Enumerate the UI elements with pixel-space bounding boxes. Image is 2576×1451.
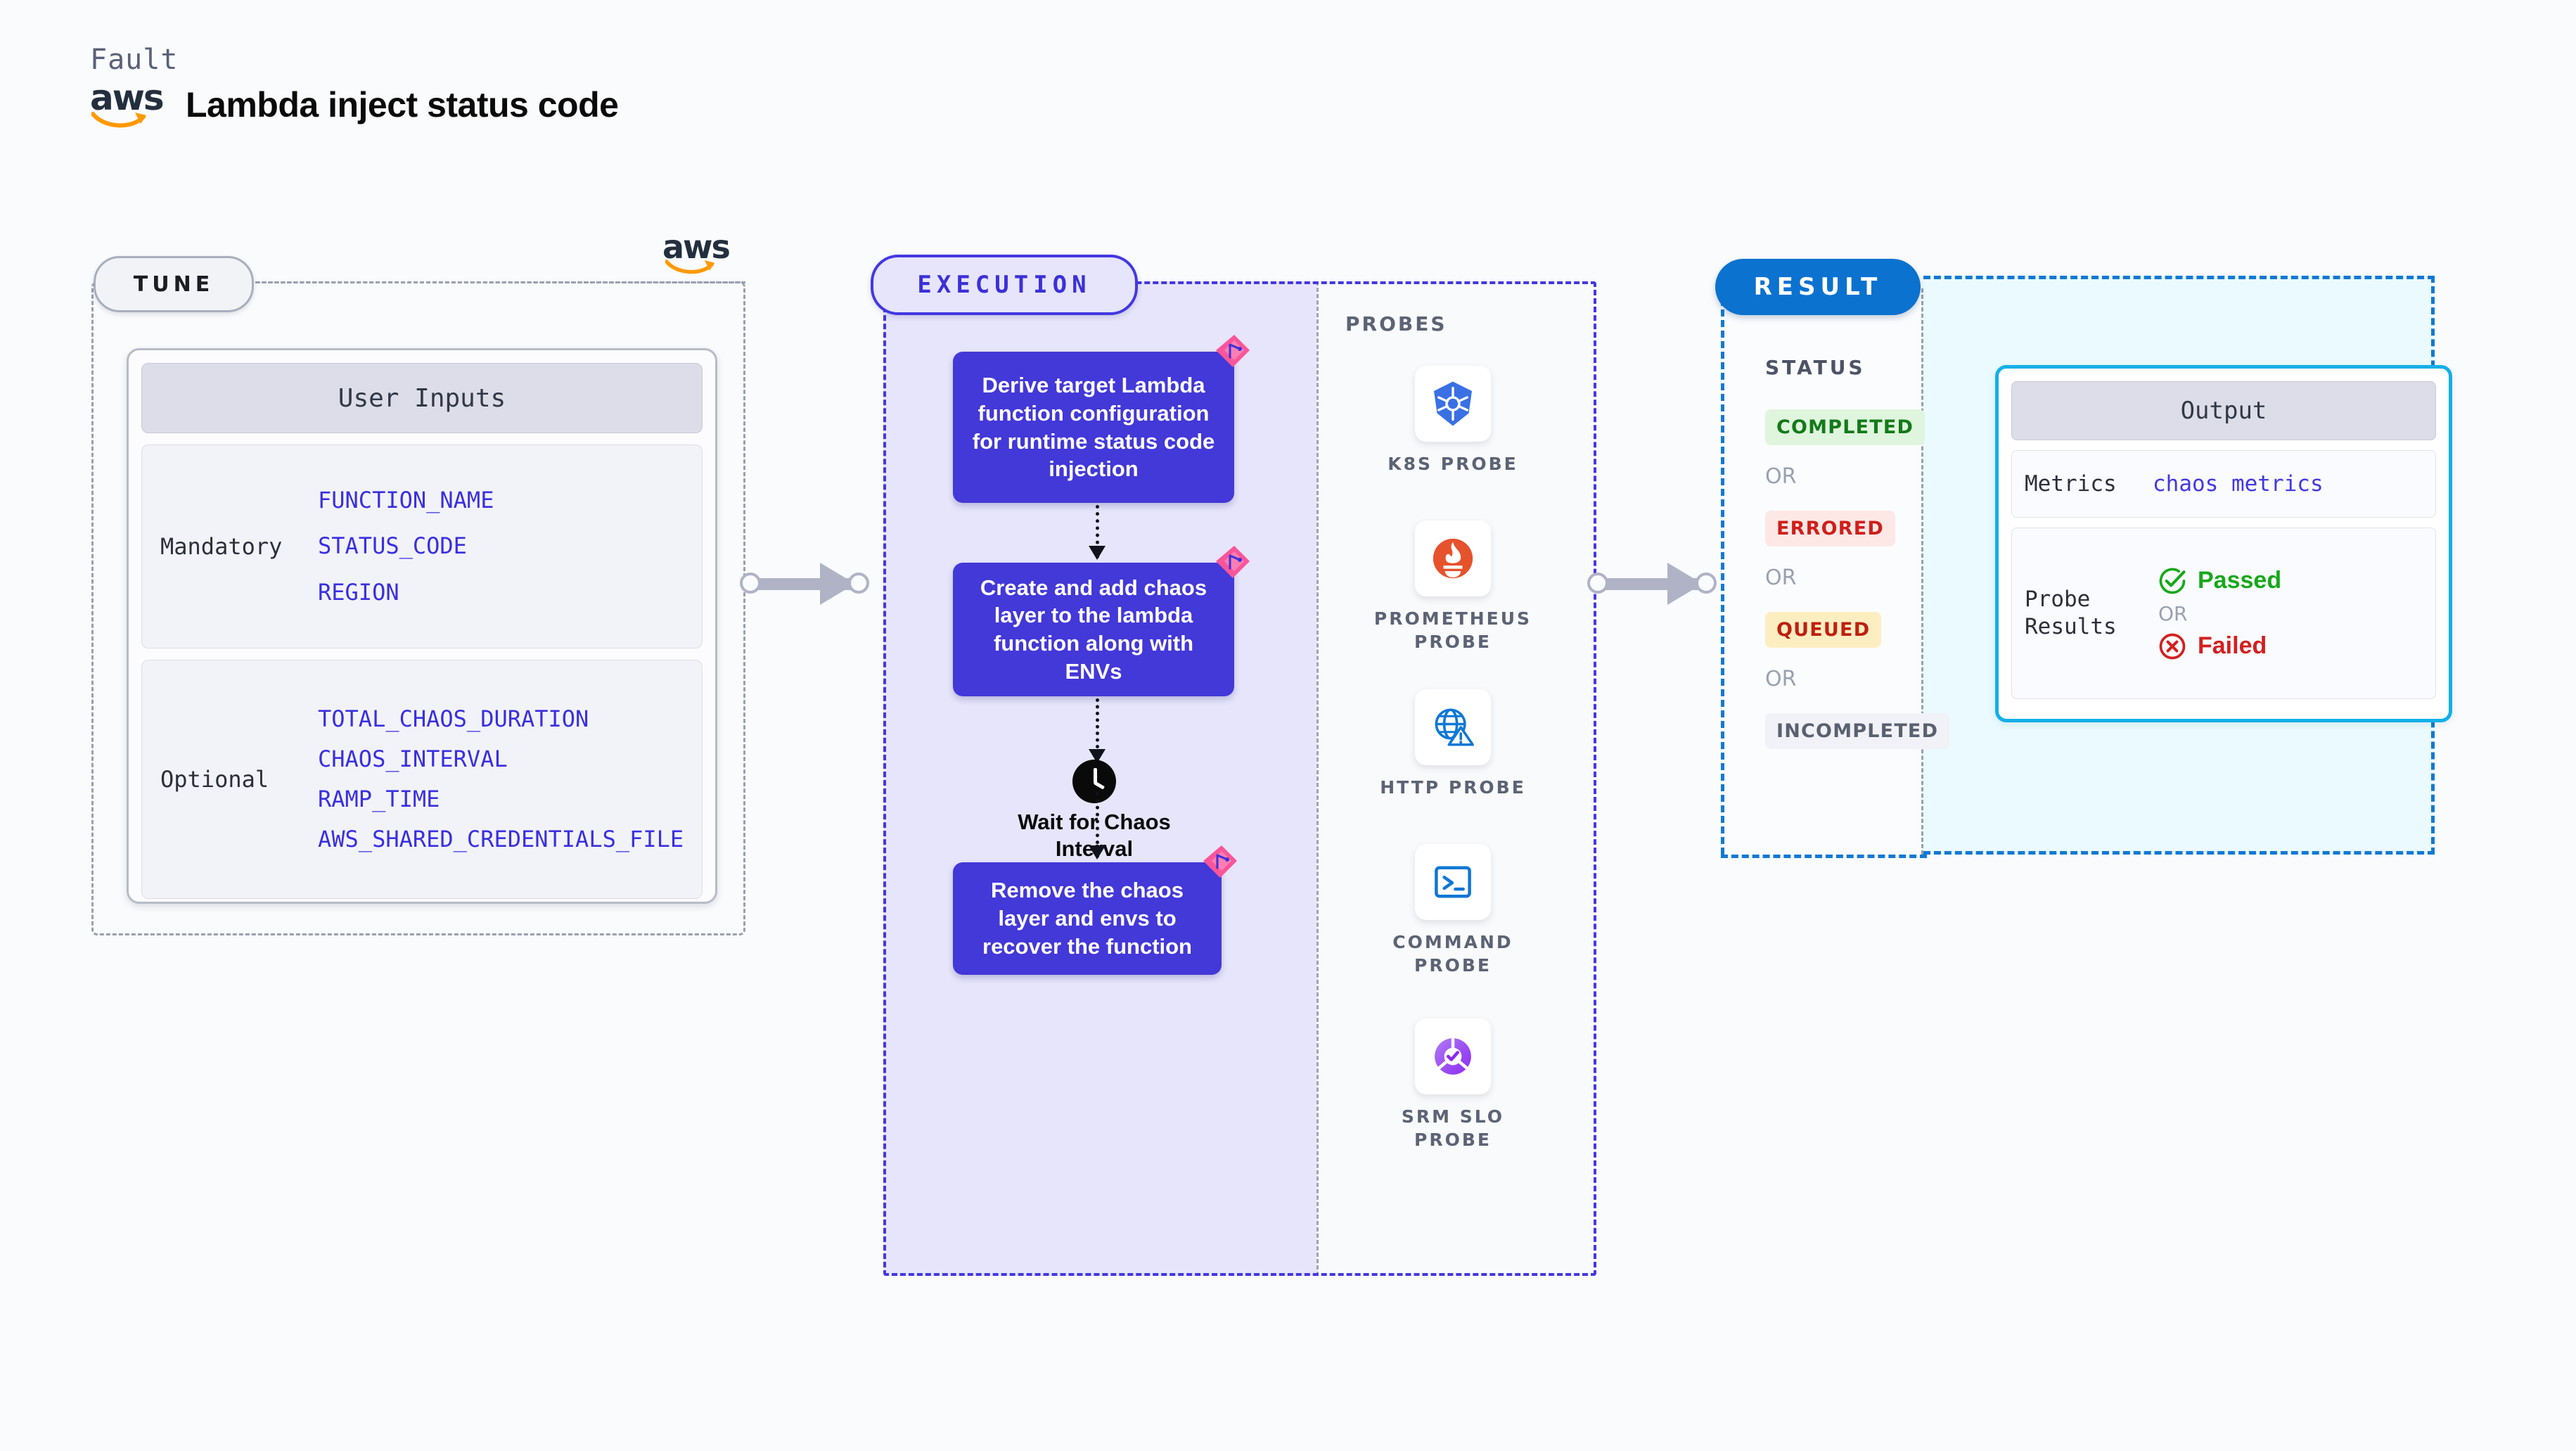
status-or-label: OR: [1765, 667, 1797, 691]
http-globe-warning-icon: [1415, 689, 1491, 765]
input-param: REGION: [318, 578, 399, 606]
step-label: Remove the chaos layer and envs to recov…: [982, 878, 1192, 959]
result-section: Output Metrics chaos metrics Probe Resul…: [1715, 259, 2452, 858]
probe-item-prometheus[interactable]: PROMETHEUS PROBE: [1365, 520, 1541, 653]
arrow-line: [1096, 792, 1099, 858]
input-param: FUNCTION_NAME: [318, 487, 494, 514]
mandatory-label: Mandatory: [160, 533, 283, 560]
probe-label: HTTP PROBE: [1380, 777, 1526, 798]
probe-result-or: OR: [2158, 601, 2188, 625]
connector-dot-start: [1587, 573, 1608, 594]
input-param: CHAOS_INTERVAL: [318, 745, 508, 772]
execution-pill[interactable]: EXECUTION: [871, 255, 1138, 315]
probe-label: PROMETHEUS PROBE: [1373, 608, 1532, 652]
execution-step-box[interactable]: Derive target Lambda function configurat…: [953, 335, 1250, 503]
user-inputs-card: User Inputs Mandatory FUNCTION_NAME STAT…: [127, 348, 717, 904]
connector-execution-to-result: [1586, 563, 1726, 605]
probe-label: COMMAND PROBE: [1392, 932, 1513, 976]
probe-item-http[interactable]: HTTP PROBE: [1365, 689, 1541, 800]
probes-panel: PROBES K8S PROBE: [1316, 281, 1596, 1276]
status-title: STATUS: [1765, 356, 1866, 379]
probe-results-label: Probe Results: [2025, 587, 2117, 639]
optional-label: Optional: [160, 766, 269, 793]
failed-label: Failed: [2198, 632, 2267, 659]
status-badge-incompleted: INCOMPLETED: [1765, 713, 1950, 749]
probes-title: PROBES: [1345, 312, 1447, 335]
metrics-value: chaos metrics: [2153, 471, 2324, 497]
output-title: Output: [2011, 381, 2436, 440]
probe-label: K8S PROBE: [1388, 454, 1518, 474]
flow-arrow: [1089, 698, 1106, 763]
clock-icon: [1072, 760, 1116, 803]
srm-slo-icon: [1415, 1018, 1491, 1094]
probe-label: SRM SLO PROBE: [1401, 1106, 1505, 1150]
tune-pill-connector-line: [250, 281, 745, 283]
probe-item-srm-slo[interactable]: SRM SLO PROBE: [1365, 1018, 1541, 1151]
status-or-label: OR: [1765, 464, 1797, 489]
aws-logo-icon: aws: [90, 77, 173, 129]
flow-arrow: [1089, 505, 1106, 560]
connector-tune-to-execution: [738, 563, 879, 605]
fault-kicker: Fault: [90, 44, 179, 76]
metrics-row: Metrics chaos metrics: [2011, 450, 2436, 518]
input-param: TOTAL_CHAOS_DURATION: [318, 705, 589, 732]
page-header: Fault aws Lambda inject status code: [90, 44, 619, 129]
arrow-line: [1096, 505, 1099, 558]
step-label: Create and add chaos layer to the lambda…: [980, 575, 1207, 684]
result-pill[interactable]: RESULT: [1715, 259, 1921, 315]
arrow-head-icon: [1089, 546, 1106, 560]
arrow-line: [1096, 698, 1099, 762]
passed-label: Passed: [2198, 567, 2282, 594]
x-circle-icon: [2159, 633, 2186, 659]
flow-arrow: [1089, 792, 1106, 859]
aws-logo-icon: aws: [662, 228, 740, 279]
status-badge-errored: ERRORED: [1765, 511, 1896, 546]
connector-dot-end: [1696, 573, 1717, 594]
tune-section: TUNE aws User Inputs Mandatory FUNCTION_…: [91, 228, 745, 935]
connector-dot-end: [848, 573, 869, 594]
user-inputs-title: User Inputs: [141, 363, 703, 433]
prometheus-icon: [1415, 520, 1491, 596]
probe-result-failed: Failed: [2157, 631, 2435, 662]
metrics-label: Metrics: [2025, 471, 2117, 497]
input-param: RAMP_TIME: [318, 786, 440, 812]
result-status-panel: STATUS COMPLETED OR ERRORED OR QUEUED OR…: [1721, 288, 1950, 858]
step-label: Derive target Lambda function configurat…: [972, 373, 1215, 482]
terminal-icon: [1415, 844, 1491, 920]
probe-item-command[interactable]: COMMAND PROBE: [1365, 844, 1541, 977]
input-param: AWS_SHARED_CREDENTIALS_FILE: [318, 826, 684, 853]
status-or-label: OR: [1765, 565, 1797, 590]
mandatory-inputs-group: Mandatory FUNCTION_NAME STATUS_CODE REGI…: [141, 445, 703, 648]
check-circle-icon: [2159, 568, 2186, 594]
probe-results-row: Probe Results Passed OR: [2011, 528, 2436, 699]
output-card: Output Metrics chaos metrics Probe Resul…: [1995, 365, 2452, 722]
execution-dashed-border: [883, 281, 1596, 1276]
result-output-panel: Output Metrics chaos metrics Probe Resul…: [1923, 276, 2452, 855]
probe-item-k8s[interactable]: K8S PROBE: [1365, 366, 1541, 476]
status-badge-completed: COMPLETED: [1765, 409, 1925, 445]
optional-inputs-group: Optional TOTAL_CHAOS_DURATION CHAOS_INTE…: [141, 660, 703, 899]
connector-dot-start: [740, 573, 761, 594]
execution-section: PROBES K8S PROBE: [871, 255, 1596, 1276]
status-badge-queued: QUEUED: [1765, 612, 1882, 648]
input-param: STATUS_CODE: [318, 532, 467, 560]
execution-step-box[interactable]: Create and add chaos layer to the lambda…: [953, 546, 1250, 696]
kubernetes-icon: [1415, 366, 1491, 442]
execution-step-box[interactable]: Remove the chaos layer and envs to recov…: [953, 845, 1237, 975]
page-title: Lambda inject status code: [186, 85, 619, 124]
arrow-head-icon: [1089, 845, 1106, 859]
probe-result-passed: Passed: [2157, 565, 2435, 596]
tune-pill[interactable]: TUNE: [94, 256, 254, 312]
